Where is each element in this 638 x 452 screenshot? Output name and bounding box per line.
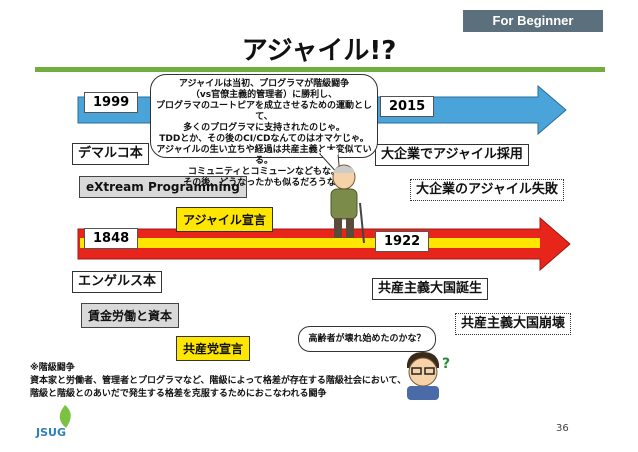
wage-labor-label: 賃金労働と資本	[81, 303, 180, 328]
jsug-leaf-icon	[59, 405, 71, 428]
enterprise-adopt-label: 大企業でアジャイル採用	[375, 144, 529, 166]
communist-collapse-label: 共産主義大国崩壊	[455, 313, 572, 335]
for-beginner-badge: For Beginner	[463, 10, 603, 32]
bubble-line: その後、どうなったかも似るだろうな。	[183, 178, 345, 188]
note-line: ※階級闘争	[30, 363, 75, 373]
page-number: 36	[556, 423, 569, 434]
bubble-line: TDDとか、その後のCI/CDなんてのはオマケじゃ。	[159, 134, 369, 144]
title-underline	[35, 67, 605, 72]
young-man-speech-bubble: 高齢者が壊れ始めたのかな？	[298, 326, 436, 352]
xp-label: eXtream Programming	[79, 176, 247, 198]
note-line: 階級と階級とのあいだで発生する格差を克服するためにおこなわれる闘争	[30, 389, 327, 399]
bubble-line: 多くのプログラマに支持されたのじゃ。	[183, 123, 345, 133]
jsug-logo-text: JSUG	[36, 426, 66, 439]
bubble-line: アジャイルの生い立ちや経過は共産主義と大変似ている。	[156, 145, 372, 166]
bubble-line: プログラマのユートピアを成立させるための運動として、	[155, 101, 372, 122]
bubble-line: （vs官僚主義的管理者）に勝利し、	[190, 90, 338, 100]
year-1922: 1922	[375, 231, 430, 252]
elder-speech-bubble: アジャイルは当初、プログラマが階級闘争 （vs官僚主義的管理者）に勝利し、 プロ…	[150, 74, 378, 188]
bubble-line: コミュニティとコミューンなどもな。	[187, 167, 340, 177]
communist-born-label: 共産主義大国誕生	[372, 278, 489, 300]
year-1848: 1848	[84, 228, 139, 249]
bubble-line: アジャイルは当初、プログラマが階級闘争	[178, 79, 350, 89]
elderly-man-icon	[330, 164, 365, 244]
demarco-book-label: デマルコ本	[72, 143, 149, 165]
year-2015: 2015	[380, 96, 435, 117]
agile-manifesto-label: アジャイル宣言	[176, 207, 273, 232]
young-man-icon: ?	[407, 352, 450, 400]
footnote: ※階級闘争 資本家と労働者、管理者とプログラマなど、階級によって格差が存在する階…	[30, 362, 590, 401]
engels-book-label: エンゲルス本	[72, 271, 163, 293]
svg-text:?: ?	[442, 356, 450, 372]
red-arrow-highlight	[80, 238, 540, 248]
note-line: 資本家と労働者、管理者とプログラマなど、階級によって格差が存在する階級社会におい…	[30, 376, 407, 386]
communist-manifesto-label: 共産党宣言	[176, 336, 251, 361]
enterprise-fail-label: 大企業のアジャイル失敗	[410, 179, 564, 201]
page-title: アジャイル!?	[241, 36, 397, 66]
year-1999: 1999	[84, 92, 139, 113]
